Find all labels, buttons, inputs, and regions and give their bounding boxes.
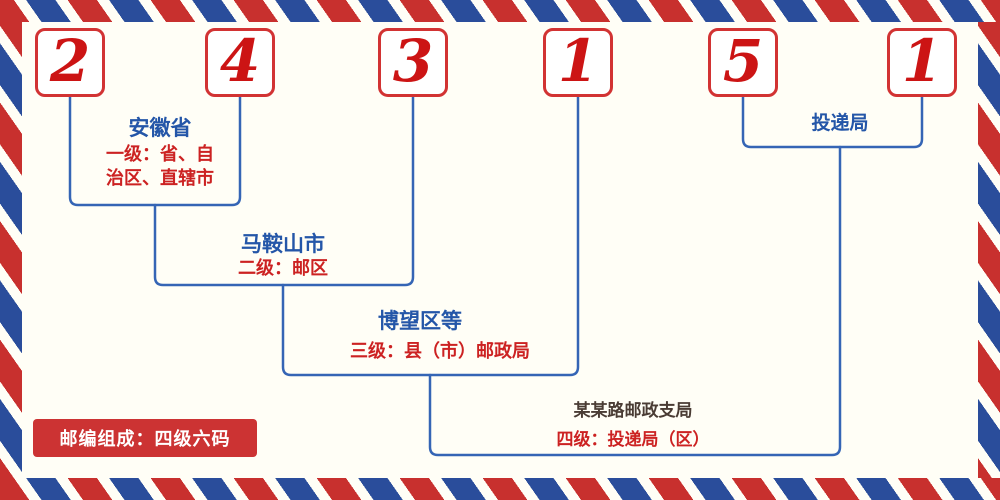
digit-5: 5 [722,26,764,95]
level1-title: 安徽省 [128,117,192,140]
digit-6: 1 [901,26,943,95]
digit-box-3: 3 [378,28,448,97]
level2-description: 二级：邮区 [238,258,328,278]
digit-4: 1 [557,26,599,95]
digit-1: 2 [49,26,91,95]
digit-3: 3 [392,26,434,95]
level4-description: 四级：投递局（区） [556,430,710,449]
level1-description-line1: 一级：省、自 [106,144,214,164]
digit-box-4: 1 [543,28,613,97]
level4-title: 投递局 [811,113,869,134]
digit-box-2: 4 [205,28,275,97]
level4-branch-name: 某某路邮政支局 [573,401,693,420]
digit-box-5: 5 [708,28,778,97]
digit-2: 4 [219,26,261,95]
level1-description: 一级：省、自 治区、直辖市 [70,142,250,190]
airmail-border-right [978,0,1000,500]
composition-badge-label: 邮编组成：四级六码 [59,429,231,449]
airmail-border-left [0,0,22,500]
airmail-border-top [0,0,1000,22]
composition-badge: 邮编组成：四级六码 [33,419,257,457]
airmail-border-bottom [0,478,1000,500]
level3-title: 博望区等 [378,310,462,333]
level2-title: 马鞍山市 [241,233,325,256]
level3-description: 三级：县（市）邮政局 [350,341,530,361]
digit-box-6: 1 [887,28,957,97]
digit-box-1: 2 [35,28,105,97]
level1-description-line2: 治区、直辖市 [106,168,214,188]
